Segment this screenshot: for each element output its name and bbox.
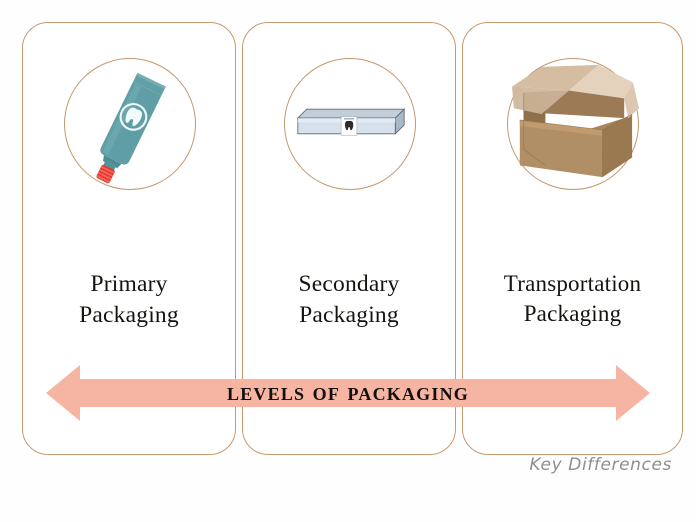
card-label-transportation: Transportation Packaging [465, 269, 680, 330]
icon-frame-primary [64, 58, 196, 190]
card-label-line-1: Transportation [503, 271, 642, 296]
icon-frame-secondary [284, 58, 416, 190]
card-label-secondary: Secondary Packaging [247, 269, 451, 331]
card-label-primary: Primary Packaging [27, 269, 231, 331]
icon-frame-transportation [507, 58, 639, 190]
card-label-line-2: Packaging [523, 301, 622, 327]
card-label-line-2: Packaging [299, 302, 399, 329]
levels-of-packaging-arrow: Levels of Packaging [46, 362, 650, 424]
toothpaste-carton-icon [296, 108, 406, 136]
cardboard-box-icon [511, 64, 639, 178]
toothpaste-tube-icon [96, 72, 166, 184]
card-label-line-2: Packaging [79, 302, 179, 329]
card-label-line-1: Secondary [298, 271, 400, 297]
double-headed-arrow-shape [46, 365, 650, 421]
watermark-key-differences: Key Differences [529, 455, 672, 475]
arrow-banner-label: Levels of Packaging [227, 379, 469, 406]
card-label-line-1: Primary [90, 271, 168, 297]
